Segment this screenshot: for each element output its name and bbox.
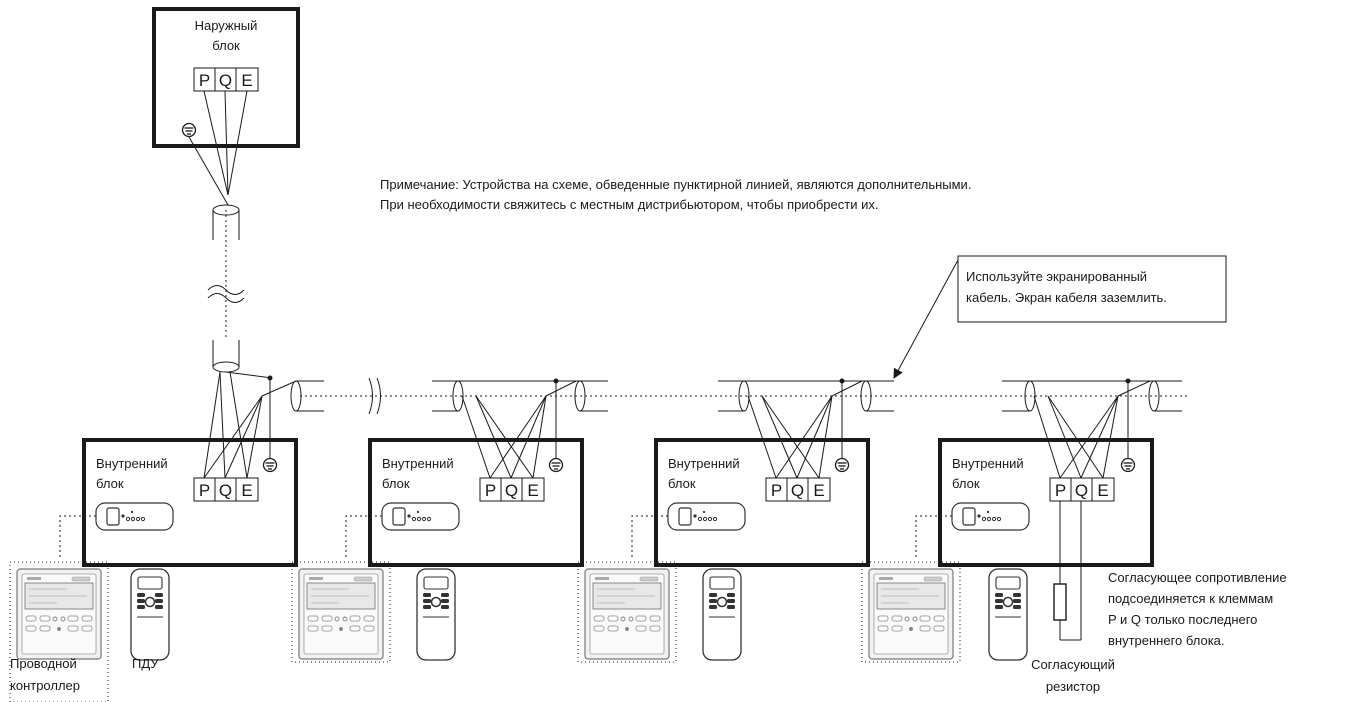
indoor-unit-3-terminal-e: E [813,481,824,500]
indoor-unit-4-display-board [951,502,1030,531]
communication-bus [225,371,1190,415]
resistor-note-line2: подсоединяется к клеммам [1108,591,1273,606]
indoor-unit-2-label-line2: блок [382,476,410,491]
wired-controller-icon-3 [584,568,670,660]
callout-line2: кабель. Экран кабеля заземлить. [966,290,1167,305]
indoor-unit-1-terminal-e: E [241,481,252,500]
wired-controller-group [9,515,961,702]
indoor-unit-4-terminal-q: Q [1075,481,1088,500]
indoor-unit-1-label-line1: Внутренний [96,456,168,471]
indoor-unit-2-terminal-e: E [527,481,538,500]
resistor-icon [1053,583,1067,621]
remote-label: ПДУ [132,656,159,671]
remote-icon-1 [130,568,170,661]
outdoor-wires [188,90,248,373]
outdoor-terminal-e: E [241,71,252,90]
wired-controller-label-line1: Проводной [10,656,77,671]
indoor-unit-3-ground-icon [834,457,850,473]
indoor-unit-2-terminal-q: Q [505,481,518,500]
indoor-unit-4-terminal-block: P Q E [1049,477,1115,502]
indoor-unit-2: Внутренний блок P Q E [368,378,584,567]
outdoor-terminal-q: Q [219,71,232,90]
note-line1: Примечание: Устройства на схеме, обведен… [380,177,971,192]
outdoor-terminal-p: P [199,71,210,90]
indoor-unit-3-terminal-q: Q [791,481,804,500]
resistor-note-line1: Согласующее сопротивление [1108,570,1287,585]
indoor-unit-2-ground-icon [548,457,564,473]
resistor-label-line2: резистор [1046,679,1100,694]
outdoor-ground-icon [181,122,197,138]
indoor-unit-1-label-line2: блок [96,476,124,491]
indoor-unit-3-terminal-p: P [771,481,782,500]
indoor-unit-4: Внутренний блок P Q E [938,378,1154,567]
indoor-unit-1-terminal-q: Q [219,481,232,500]
resistor-note-line3: P и Q только последнего [1108,612,1257,627]
note-line2: При необходимости свяжитесь с местным ди… [380,197,878,212]
indoor-unit-2-label-line1: Внутренний [382,456,454,471]
indoor-unit-2-terminal-block: P Q E [479,477,545,502]
wired-controller-icon-1 [16,568,102,660]
shielded-cable-callout: Используйте экранированный кабель. Экран… [893,255,1227,379]
indoor-unit-4-ground-icon [1120,457,1136,473]
resistor-label-line1: Согласующий [1031,657,1115,672]
indoor-unit-2-terminal-p: P [485,481,496,500]
outdoor-terminal-block: P Q E [193,67,259,92]
indoor-unit-1-terminal-block: P Q E [193,477,259,502]
indoor-unit-1-display-board [95,502,174,531]
remote-icon-3 [702,568,742,661]
resistor-note-line4: внутреннего блока. [1108,633,1225,648]
indoor-unit-3-display-board [667,502,746,531]
remote-icon-2 [416,568,456,661]
outdoor-unit-label-line2: блок [212,38,240,53]
indoor-unit-3-label-line2: блок [668,476,696,491]
indoor-unit-4-terminal-e: E [1097,481,1108,500]
terminating-resistor [1053,501,1082,641]
indoor-unit-4-label-line1: Внутренний [952,456,1024,471]
wired-controller-label-line2: контроллер [10,678,80,693]
indoor-unit-1-ground-icon [262,457,278,473]
indoor-unit-3-terminal-block: P Q E [765,477,831,502]
callout-line1: Используйте экранированный [966,269,1147,284]
indoor-unit-2-display-board [381,502,460,531]
indoor-unit-3-label-line1: Внутренний [668,456,740,471]
indoor-unit-4-label-line2: блок [952,476,980,491]
wired-controller-icon-2 [298,568,384,660]
wired-controller-icon-4 [868,568,954,660]
indoor-unit-4-terminal-p: P [1055,481,1066,500]
indoor-unit-1-terminal-p: P [199,481,210,500]
indoor-unit-1: Внутренний блок P Q E [82,371,298,567]
indoor-unit-3: Внутренний блок P Q E [654,378,870,567]
outdoor-unit-label-line1: Наружный [195,18,258,33]
remote-icon-4 [988,568,1028,661]
